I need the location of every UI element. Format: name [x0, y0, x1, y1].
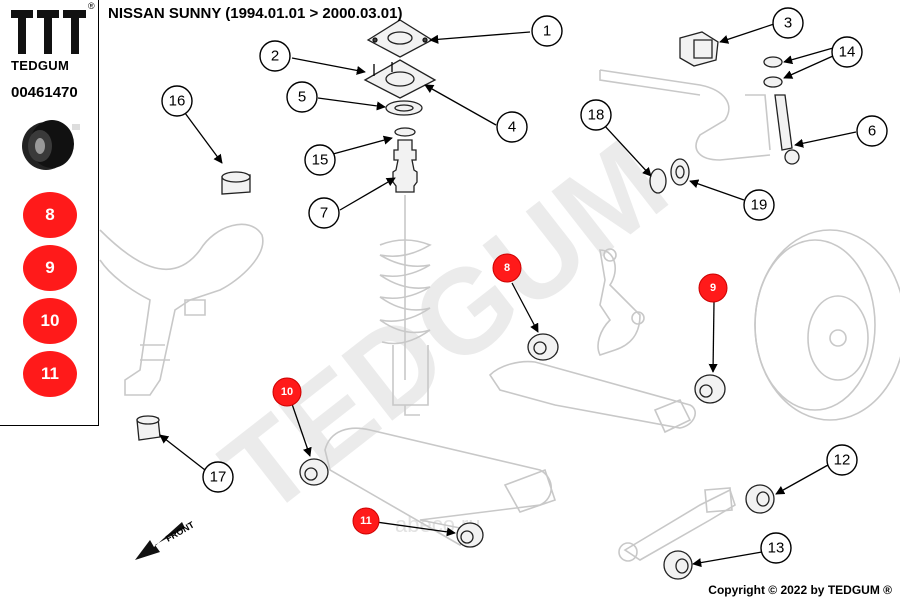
svg-text:1: 1: [543, 23, 551, 40]
copyright-footer: Copyright © 2022 by TEDGUM ®: [708, 583, 892, 597]
callout-7: 7: [308, 197, 340, 229]
svg-text:10: 10: [281, 386, 293, 398]
svg-text:11: 11: [360, 515, 372, 527]
arm-bushing-8-part: [527, 333, 559, 361]
callout-8: 8: [492, 253, 522, 283]
callout-15: 15: [304, 144, 336, 176]
svg-text:2: 2: [271, 48, 279, 65]
page-title: NISSAN SUNNY (1994.01.01 > 2000.03.01): [108, 5, 403, 22]
callout-14: 14: [831, 36, 863, 68]
watermark-text: TEDGUM: [199, 115, 691, 541]
part-number: 00461470: [11, 84, 78, 101]
arm-bushing-9-part: [694, 374, 726, 404]
callout-16: 16: [161, 85, 193, 117]
brand-name: TEDGUM: [11, 58, 70, 73]
subframe-bushing-17-part: [136, 415, 161, 441]
callout-18: 18: [580, 99, 612, 131]
leader-lines: [159, 23, 857, 568]
callout-10: 10: [272, 377, 302, 407]
svg-text:12: 12: [834, 452, 851, 469]
strut-top-mount-part: [366, 19, 434, 58]
link-bushing-12-part: [745, 484, 775, 514]
bushing-product-icon: [22, 120, 80, 170]
callout-2: 2: [259, 40, 291, 72]
washer-pair-part: [649, 158, 690, 194]
background-suspension-outline: [99, 69, 900, 562]
svg-text:16: 16: [169, 93, 186, 110]
tedgum-logo-icon: [9, 8, 89, 56]
callout-6: 6: [856, 115, 888, 147]
callout-9: 9: [698, 273, 728, 303]
front-label: FRONT: [164, 519, 196, 543]
svg-text:6: 6: [868, 123, 876, 140]
badge-8[interactable]: 8: [23, 192, 77, 238]
callout-12: 12: [826, 444, 858, 476]
svg-text:18: 18: [588, 107, 605, 124]
svg-text:7: 7: [320, 205, 328, 222]
svg-text:8: 8: [504, 262, 510, 274]
svg-text:14: 14: [839, 44, 856, 61]
badge-10[interactable]: 10: [23, 298, 77, 344]
bearing-washer-part: [385, 100, 423, 116]
svg-text:19: 19: [751, 197, 768, 214]
callout-11: 11: [352, 507, 380, 535]
badge-11[interactable]: 11: [23, 351, 77, 397]
svg-text:15: 15: [312, 152, 329, 169]
svg-text:5: 5: [298, 89, 306, 106]
callout-5: 5: [286, 81, 318, 113]
callout-19: 19: [743, 189, 775, 221]
watermark: TEDGUM abeco.ru: [199, 115, 691, 541]
arm-bushing-11-part: [456, 522, 484, 548]
svg-text:9: 9: [710, 282, 716, 294]
link-bushing-13-part: [663, 550, 693, 580]
svg-text:4: 4: [508, 119, 516, 136]
registered-mark: ®: [88, 1, 95, 11]
bump-stop-part: [392, 127, 418, 193]
callout-4: 4: [496, 111, 528, 143]
stabilizer-bushing-part: [679, 31, 719, 67]
svg-text:17: 17: [210, 469, 227, 486]
stabilizer-link-part: [774, 94, 800, 165]
sidebar-panel: ® TEDGUM 00461470 8 9 10 11: [0, 0, 99, 426]
front-direction-arrow: FRONT: [135, 519, 196, 560]
callout-13: 13: [760, 532, 792, 564]
callout-17: 17: [202, 461, 234, 493]
callout-1: 1: [531, 15, 563, 47]
subframe-bushing-16-part: [221, 171, 251, 195]
svg-text:3: 3: [784, 15, 792, 32]
upper-mount-plate-part: [363, 59, 437, 99]
arm-bushing-10-part: [299, 458, 329, 486]
badge-9[interactable]: 9: [23, 245, 77, 291]
svg-text:13: 13: [768, 540, 785, 557]
callout-3: 3: [772, 7, 804, 39]
link-bushings-part: [763, 56, 783, 88]
